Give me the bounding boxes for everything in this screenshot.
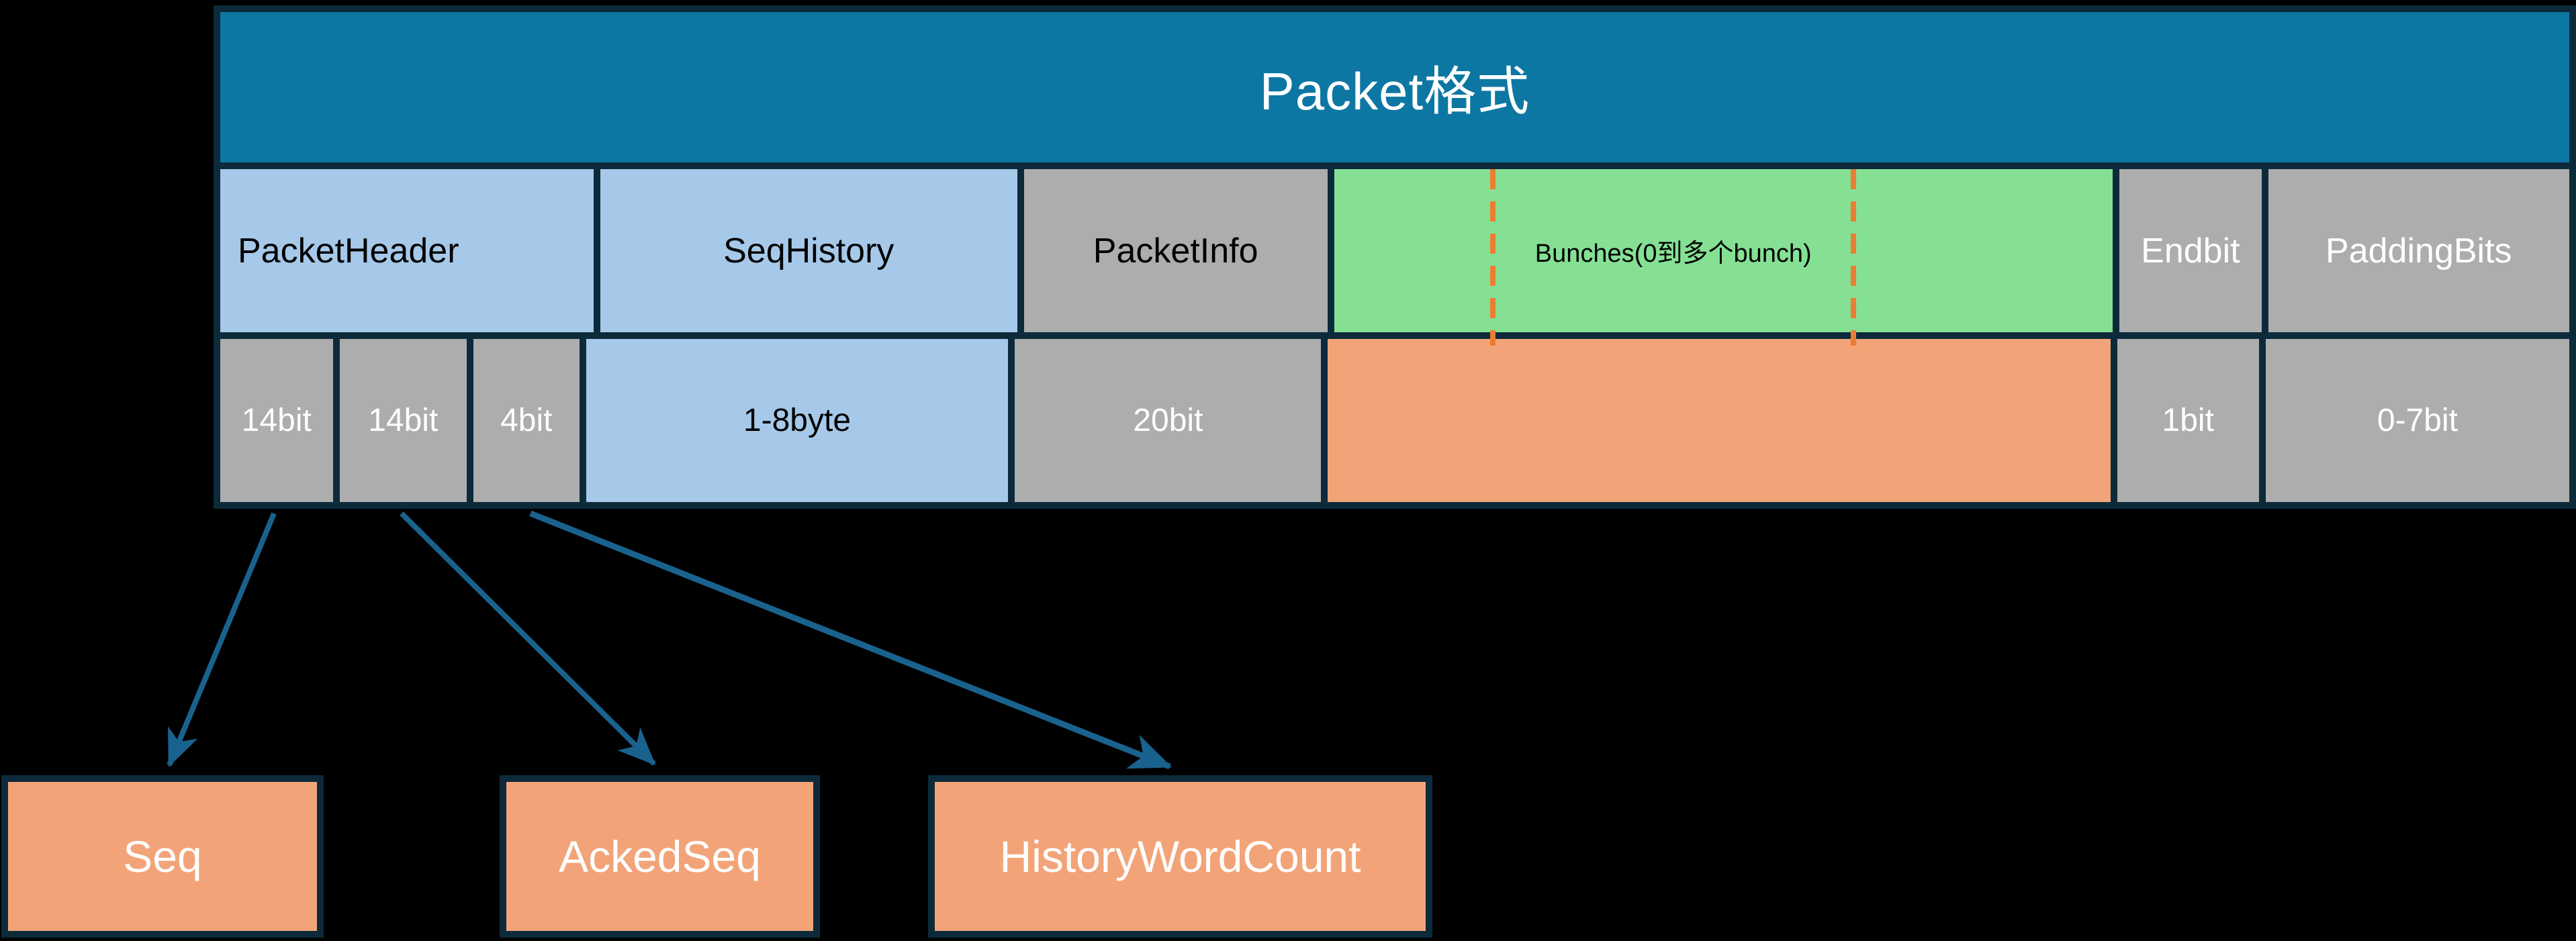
cell-packet-header: PacketHeader [220,169,594,332]
cell-acked-seq-bits: 14bit [339,339,467,502]
callout-history-word-count-label: HistoryWordCount [999,832,1361,881]
cell-packet-info: PacketInfo [1023,169,1328,332]
bunch-divider-dash-right [1851,169,1857,346]
packet-table-title-bar: Packet格式 [220,12,2569,162]
arrow-history-word-count [529,510,1172,770]
bunches-label-wrap: Bunches(0到多个bunch) [1493,169,1853,332]
seq-history-size-label: 1-8byte [743,403,852,438]
padding-bits-size-label: 0-7bit [2377,403,2458,438]
callout-acked-seq-label: AckedSeq [559,832,761,881]
seq-history-label: SeqHistory [723,231,894,270]
arrow-acked-seq [400,511,656,766]
arrow-seq [167,512,277,767]
cell-padding-bits: PaddingBits [2268,169,2569,332]
cell-bunches-size [1328,339,2111,502]
field-size-row: 14bit 14bit 4bit 1-8byte 20bit 1bit 0-7b… [220,339,2569,502]
packet-info-size-label: 20bit [1133,403,1203,438]
cell-packet-info-size: 20bit [1015,339,1322,502]
padding-bits-label: PaddingBits [2326,231,2512,270]
cell-endbit: Endbit [2119,169,2262,332]
cell-bunches: Bunches(0到多个bunch) [1334,169,2113,346]
history-word-count-bits-label: 4bit [500,403,553,438]
cell-padding-bits-size: 0-7bit [2265,339,2569,502]
packet-header-label: PacketHeader [238,231,459,270]
packet-info-label: PacketInfo [1093,231,1258,270]
bunches-label: Bunches(0到多个bunch) [1534,240,1812,268]
callout-seq: Seq [1,775,324,938]
cell-seq-bits: 14bit [220,339,333,502]
callout-seq-label: Seq [123,832,202,881]
cell-seq-history-size: 1-8byte [586,339,1009,502]
callout-acked-seq: AckedSeq [500,775,820,938]
packet-table: Packet格式 PacketHeader SeqHistory PacketI… [214,5,2576,509]
field-name-row: PacketHeader SeqHistory PacketInfo Bunch… [220,169,2569,346]
cell-endbit-size: 1bit [2117,339,2259,502]
callout-history-word-count: HistoryWordCount [928,775,1432,938]
endbit-label: Endbit [2141,231,2240,270]
bunch-divider-dash-left [1490,169,1496,346]
cell-history-word-count-bits: 4bit [473,339,580,502]
cell-seq-history: SeqHistory [600,169,1017,332]
endbit-size-label: 1bit [2162,403,2214,438]
seq-bits-label: 14bit [241,403,312,438]
diagram-title: Packet格式 [1259,62,1530,121]
acked-seq-bits-label: 14bit [368,403,439,438]
